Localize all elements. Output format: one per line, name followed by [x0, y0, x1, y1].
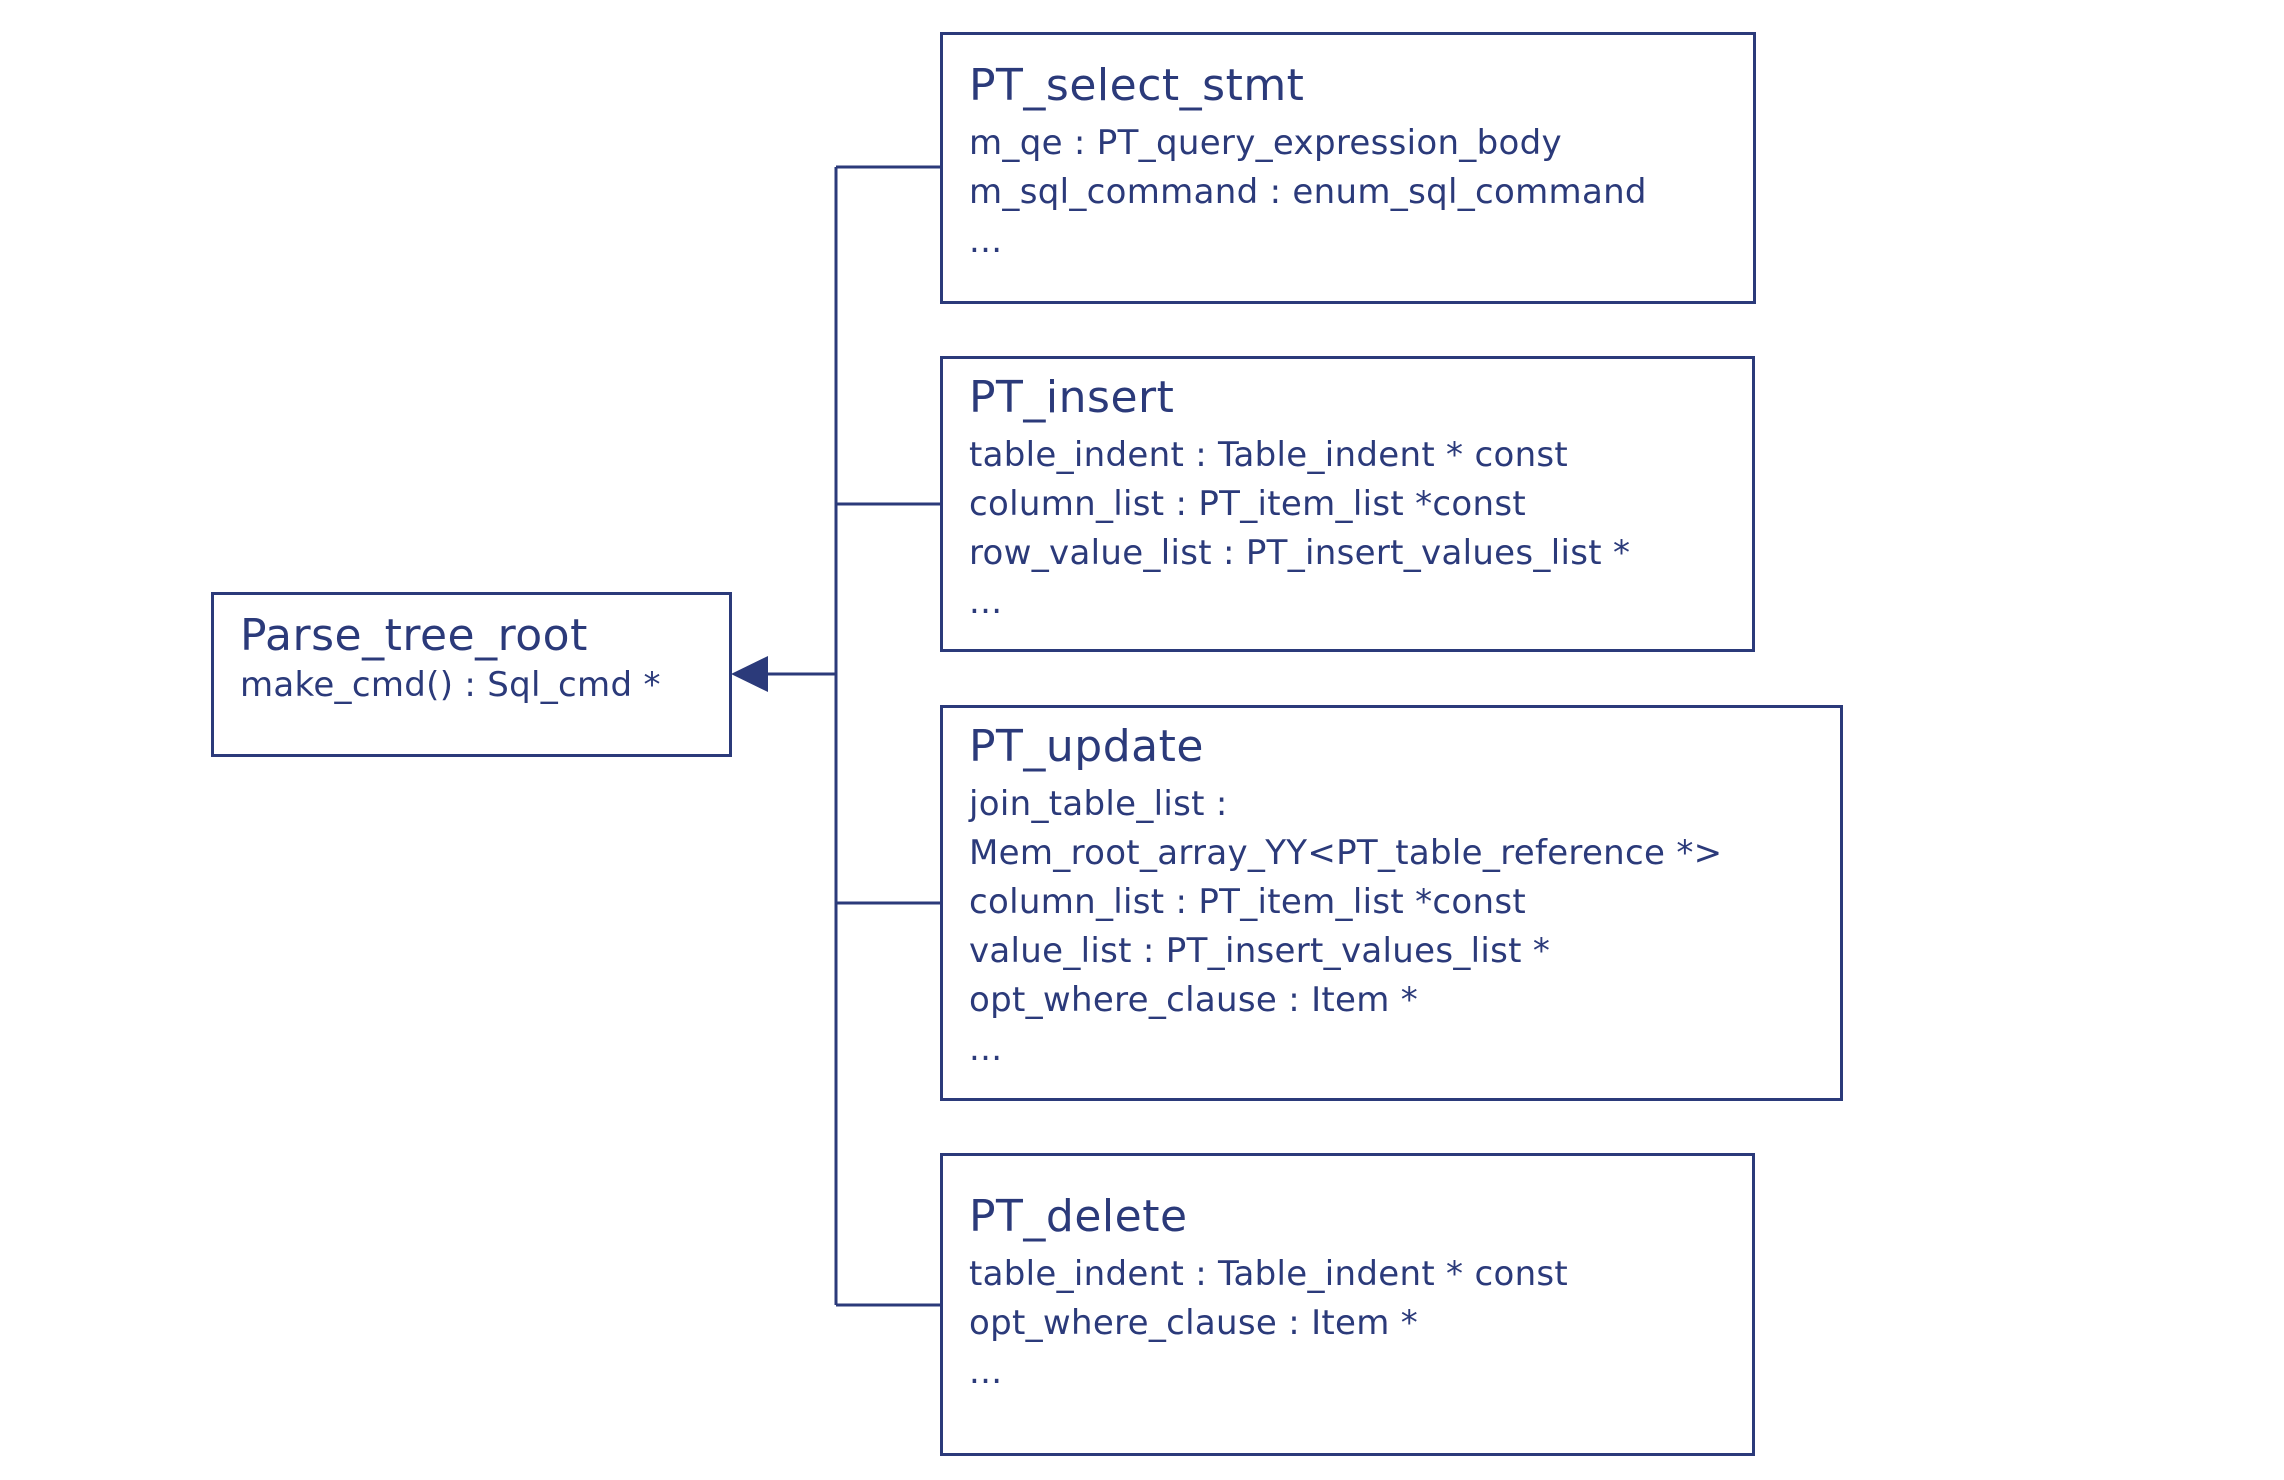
class-box-pt-insert: PT_insert table_indent : Table_indent * …	[940, 356, 1755, 652]
class-box-pt-delete: PT_delete table_indent : Table_indent * …	[940, 1153, 1755, 1456]
class-attribute: m_sql_command : enum_sql_command	[969, 172, 1647, 212]
class-attribute: opt_where_clause : Item *	[969, 1303, 1419, 1343]
class-attribute: Mem_root_array_YY<PT_table_reference *>	[969, 833, 1723, 873]
class-title: PT_update	[969, 721, 1204, 772]
class-attribute: column_list : PT_item_list *const	[969, 484, 1526, 524]
class-attribute: value_list : PT_insert_values_list *	[969, 931, 1551, 971]
class-title: Parse_tree_root	[240, 610, 588, 661]
class-box-pt-select-stmt: PT_select_stmt m_qe : PT_query_expressio…	[940, 32, 1756, 304]
class-title: PT_insert	[969, 372, 1175, 423]
class-attribute: column_list : PT_item_list *const	[969, 882, 1526, 922]
class-attribute: table_indent : Table_indent * const	[969, 1254, 1569, 1294]
inheritance-arrowhead	[731, 656, 768, 692]
class-attribute: ...	[969, 1029, 1003, 1069]
class-attributes: join_table_list : Mem_root_array_YY<PT_t…	[969, 780, 1722, 1074]
class-attributes: table_indent : Table_indent * const colu…	[969, 431, 1630, 627]
class-attribute: join_table_list :	[969, 784, 1228, 824]
class-attribute: m_qe : PT_query_expression_body	[969, 123, 1562, 163]
class-attribute: ...	[969, 582, 1003, 622]
class-attribute: table_indent : Table_indent * const	[969, 435, 1569, 475]
class-attribute: ...	[969, 1352, 1003, 1392]
class-attributes: m_qe : PT_query_expression_body m_sql_co…	[969, 119, 1647, 266]
class-attributes: make_cmd() : Sql_cmd *	[240, 661, 661, 710]
class-attributes: table_indent : Table_indent * const opt_…	[969, 1250, 1568, 1397]
class-attribute: opt_where_clause : Item *	[969, 980, 1419, 1020]
class-title: PT_select_stmt	[969, 60, 1305, 111]
class-title: PT_delete	[969, 1191, 1188, 1242]
class-box-parse-tree-root: Parse_tree_root make_cmd() : Sql_cmd *	[211, 592, 732, 757]
class-box-pt-update: PT_update join_table_list : Mem_root_arr…	[940, 705, 1843, 1101]
class-attribute: ...	[969, 221, 1003, 261]
class-attribute: row_value_list : PT_insert_values_list *	[969, 533, 1631, 573]
class-attribute: make_cmd() : Sql_cmd *	[240, 665, 661, 705]
